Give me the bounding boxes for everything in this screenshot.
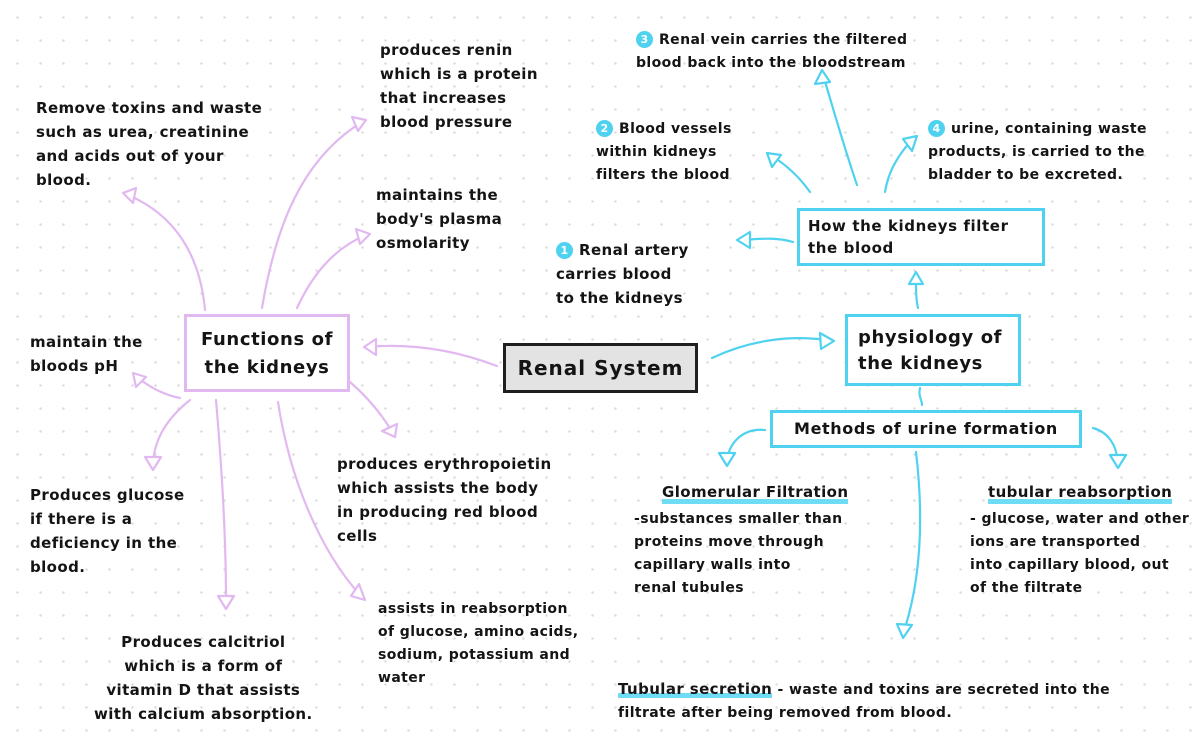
arrow-methods-to-reabsorption	[1091, 426, 1119, 460]
methods-urine-formation-node: Methods of urine formation	[770, 410, 1082, 448]
arrowhead	[350, 115, 368, 133]
reabsorption-text: assists in reabsorption of glucose, amin…	[378, 601, 579, 686]
tubular-reabsorption-text: - glucose, water and other ions are tran…	[970, 511, 1190, 596]
arrow-physiology-to-methods	[918, 386, 924, 407]
arrow-center-to-functions	[364, 344, 499, 368]
arrowhead	[818, 331, 836, 351]
osmolarity-text: maintains the body's plasma osmolarity	[376, 186, 503, 252]
arrow-to-remove-toxins	[126, 193, 207, 312]
arrow-filter-to-step1	[743, 237, 795, 244]
calcitriol-text: Produces calcitriol which is a form of v…	[94, 633, 313, 723]
physiology-node: physiology of the kidneys	[845, 314, 1021, 386]
arrow-center-to-physiology	[710, 337, 828, 360]
functions-of-kidneys-node: Functions of the kidneys	[184, 314, 350, 392]
arrow-methods-to-glomerular	[726, 428, 767, 457]
arrow-to-osmolarity	[295, 233, 368, 310]
remove-toxins-text: Remove toxins and waste such as urea, cr…	[36, 99, 263, 189]
step-3-text: Renal vein carries the filtered blood ba…	[636, 32, 908, 71]
ph-text: maintain the bloods pH	[30, 333, 143, 375]
step-number-badge: 2	[596, 120, 613, 137]
step-number-badge: 4	[928, 120, 945, 137]
tubular-secretion-text: - waste and toxins are secreted into the…	[618, 682, 1111, 721]
arrow-filter-to-step3	[822, 76, 859, 187]
arrow-filter-to-step4	[883, 138, 914, 194]
arrow-methods-to-secretion	[903, 450, 922, 630]
step-number-badge: 3	[636, 31, 653, 48]
filter-blood-node: How the kidneys filter the blood	[797, 208, 1045, 266]
arrow-to-calcitriol	[214, 398, 228, 602]
step-2-text: Blood vessels within kidneys filters the…	[596, 121, 732, 183]
arrowhead	[131, 371, 148, 389]
arrowhead	[362, 337, 378, 357]
arrowhead	[121, 186, 138, 205]
arrowhead	[349, 582, 367, 602]
renal-system-node: Renal System	[503, 343, 698, 393]
arrowhead	[735, 230, 752, 250]
arrow-to-renin	[260, 120, 364, 310]
tubular-secretion-heading: Tubular secretion	[618, 680, 773, 698]
tubular-secretion: Tubular secretion - waste and toxins are…	[618, 654, 1110, 725]
arrowhead	[895, 622, 914, 640]
erythropoietin-text: produces erythropoietin which assists th…	[337, 455, 552, 545]
arrowhead	[765, 151, 783, 169]
arrow-to-reabsorption	[276, 400, 362, 597]
step-4-text: urine, containing waste products, is car…	[928, 121, 1147, 183]
arrowhead	[354, 227, 372, 246]
arrowhead	[216, 594, 236, 611]
arrow-to-erythropoietin	[348, 380, 393, 432]
arrowhead	[907, 270, 925, 286]
step-number-badge: 1	[556, 242, 573, 259]
arrow-filter-to-step2	[770, 154, 812, 194]
renin-text: produces renin which is a protein that i…	[380, 41, 538, 131]
glomerular-heading: Glomerular Filtration	[662, 480, 849, 504]
arrowhead	[143, 455, 163, 472]
arrow-to-glucose	[151, 398, 192, 464]
arrowhead	[717, 451, 737, 468]
arrowhead	[1108, 453, 1128, 470]
step-1-text: Renal artery carries blood to the kidney…	[556, 241, 689, 307]
glomerular-text: -substances smaller than proteins move t…	[634, 511, 843, 596]
arrowhead	[901, 134, 919, 153]
arrowhead	[380, 422, 399, 439]
glucose-text: Produces glucose if there is a deficienc…	[30, 486, 185, 576]
tubular-reabsorption-heading: tubular reabsorption	[988, 480, 1173, 504]
arrowhead	[813, 68, 832, 86]
